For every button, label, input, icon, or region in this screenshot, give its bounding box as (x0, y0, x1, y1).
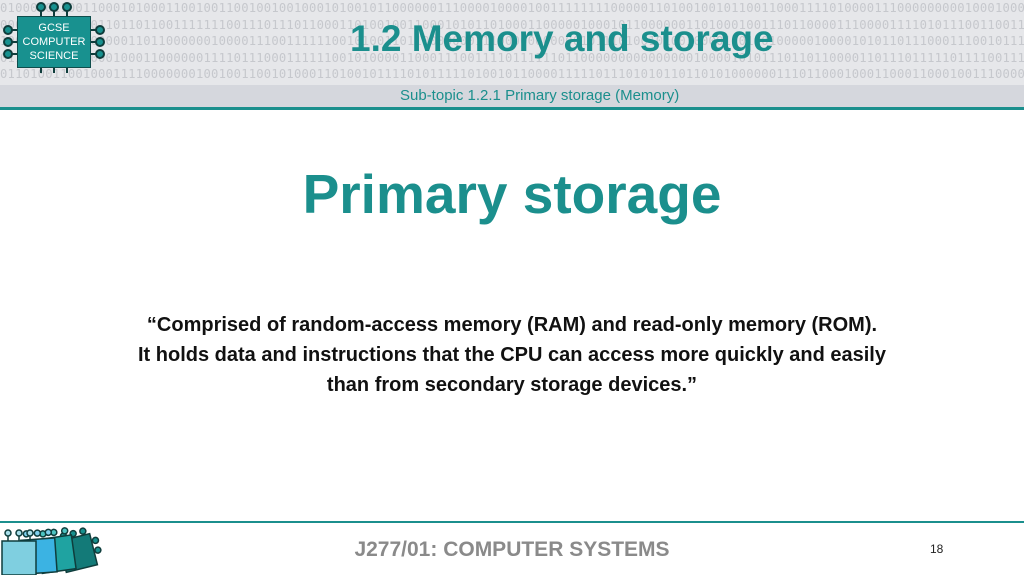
logo-text-box: GCSE COMPUTER SCIENCE (17, 16, 91, 68)
course-code: J277/01: COMPUTER SYSTEMS (354, 538, 670, 561)
binary-background: 0100010110011000101000110010011001001001… (0, 1, 1024, 86)
slide-subtitle: Sub-topic 1.2.1 Primary storage (Memory) (400, 87, 680, 104)
slide-title: 1.2 Memory and storage (350, 18, 774, 59)
circuit-chip-logo-icon (3, 2, 105, 73)
quote-line: It holds data and instructions that the … (138, 344, 886, 366)
footer-chips-graphic (0, 521, 110, 576)
slide-header: 0100010110011000101000110010011001001001… (0, 0, 1024, 108)
logo-line-3: SCIENCE (29, 50, 79, 62)
section-heading: Primary storage (302, 163, 722, 225)
definition-quote: “Comprised of random-access memory (RAM)… (90, 310, 934, 400)
quote-line: “Comprised of random-access memory (RAM)… (146, 314, 878, 336)
logo-line-2: COMPUTER (22, 36, 86, 48)
subtitle-bar (0, 85, 1024, 107)
logo-line-1: GCSE (38, 22, 70, 34)
header-divider (0, 107, 1024, 110)
quote-line: than from secondary storage devices.” (326, 374, 698, 396)
page-number: 18 (930, 542, 944, 556)
footer-divider (0, 521, 1024, 523)
stacked-chips-icon (1, 527, 102, 576)
gcse-logo: GCSE COMPUTER SCIENCE (3, 2, 107, 74)
